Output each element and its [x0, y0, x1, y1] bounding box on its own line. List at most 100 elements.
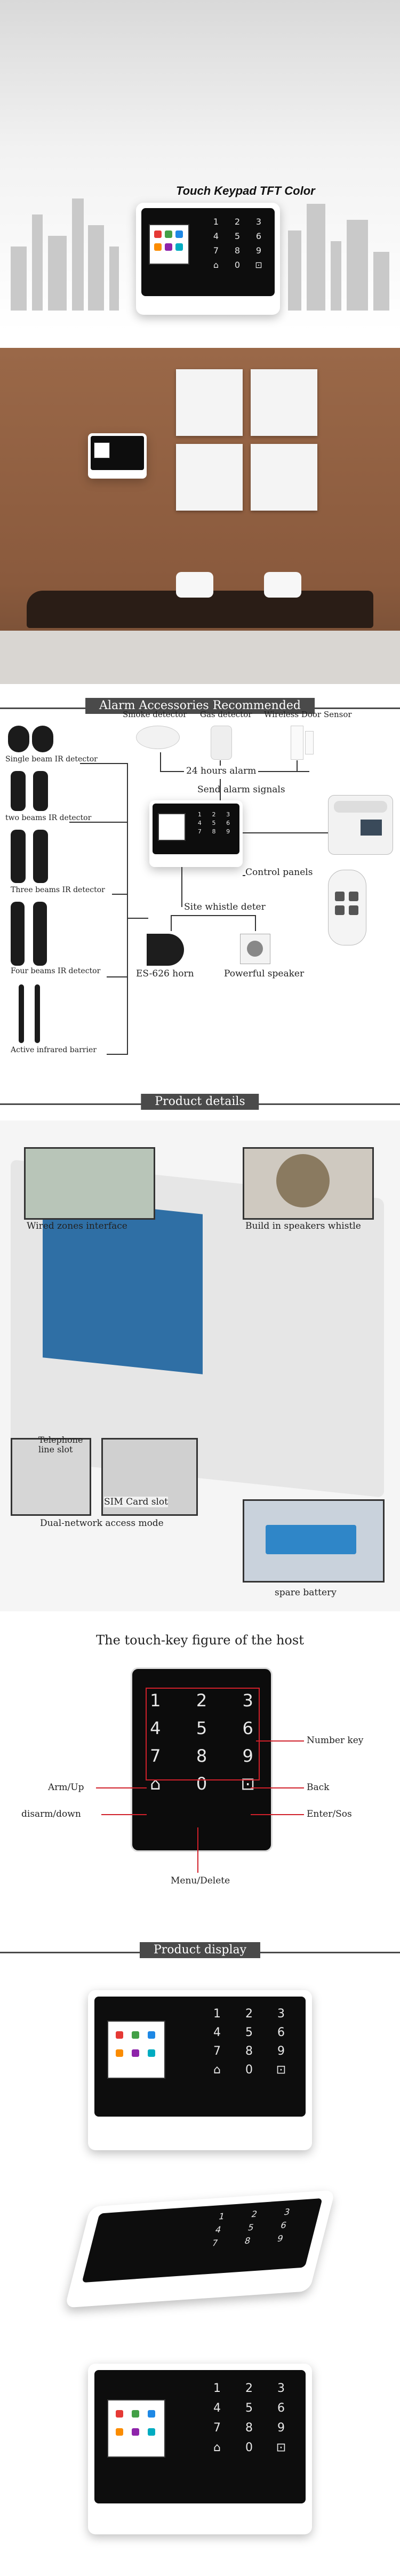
connector-line: [107, 1054, 128, 1055]
four-beam-sensor-icon: [11, 902, 25, 966]
connector-line: [255, 915, 256, 931]
gas-detector-icon: [211, 726, 232, 760]
label-build-in-speakers: Build in speakers whistle: [245, 1221, 361, 1231]
callout-line: [101, 1814, 147, 1815]
two-beam-sensor-icon: [11, 771, 26, 811]
skyline-building: [307, 204, 325, 311]
callout-line: [251, 1814, 304, 1815]
skyline-building: [88, 225, 104, 311]
key-label: 3: [277, 2382, 285, 2395]
key-label: ⊡: [276, 2441, 286, 2454]
label-disarm-down: disarm/down: [21, 1809, 81, 1819]
door-sensor-icon: [305, 731, 314, 754]
label-horn: ES-626 horn: [136, 968, 194, 979]
banner-title: Product details: [141, 1094, 259, 1110]
spare-battery-photo: [243, 1499, 385, 1583]
single-beam-sensor-icon: [8, 726, 29, 752]
label-spare-battery: spare battery: [275, 1587, 337, 1598]
key-label: 5: [245, 2026, 253, 2039]
key-label: 0: [245, 2441, 253, 2454]
key-label: 3: [283, 2206, 291, 2217]
label-24-hours-alarm: 24 hours alarm: [184, 766, 259, 776]
infrared-barrier-icon: [35, 984, 40, 1043]
floor: [0, 631, 400, 684]
key-label: 7: [211, 2237, 219, 2248]
key-label: ⌂: [213, 260, 219, 270]
key-label: 6: [277, 2402, 285, 2415]
connector-line: [112, 894, 128, 895]
single-beam-sensor-icon: [32, 726, 53, 752]
key-label: 1: [213, 2382, 221, 2395]
key-label: 8: [212, 828, 216, 835]
key-label: 1: [213, 2007, 221, 2021]
remote-control-icon: [328, 870, 366, 945]
label-wired-zones: Wired zones interface: [27, 1221, 127, 1231]
label-telephone-slot: Telephone line slot: [38, 1435, 83, 1454]
three-beam-sensor-icon: [11, 830, 26, 883]
key-label: 8: [245, 2421, 253, 2435]
key-label: 5: [246, 2222, 255, 2233]
key-label: 2: [196, 1690, 207, 1711]
connector-line: [297, 760, 298, 772]
connector-line: [243, 832, 328, 833]
key-label: 2: [234, 217, 241, 227]
skyline-building: [11, 247, 27, 311]
label-two-beams: two beams IR detector: [5, 814, 92, 822]
label-four-beams: Four beams IR detector: [11, 967, 101, 975]
skyline-building: [347, 220, 368, 311]
four-beam-sensor-icon: [33, 902, 47, 966]
key-label: 5: [245, 2402, 253, 2415]
label-number-key: Number key: [307, 1735, 364, 1746]
label-infrared-barrier: Active infrared barrier: [11, 1046, 97, 1054]
speaker-photo: [243, 1147, 374, 1220]
key-label: 9: [255, 245, 262, 256]
key-label: 8: [234, 245, 241, 256]
key-label: 4: [213, 2402, 221, 2415]
key-label: 9: [276, 2233, 284, 2244]
key-label: 2: [212, 811, 216, 818]
callout-line: [197, 1827, 198, 1873]
key-label: 7: [150, 1746, 161, 1766]
wall-tile: [176, 369, 243, 436]
key-label: 3: [255, 217, 262, 227]
key-label: 4: [214, 2224, 222, 2235]
wall-tile: [251, 369, 317, 436]
key-label: 0: [234, 260, 241, 270]
key-label: 7: [213, 2421, 221, 2435]
display-banner: Product display: [0, 1942, 400, 1958]
accessories-banner: Alarm Accessories Recommended: [0, 698, 400, 714]
label-gas-detector: Gas detector: [200, 710, 252, 719]
door-sensor-icon: [291, 726, 303, 760]
key-label: 3: [242, 1690, 253, 1711]
key-label: 1: [213, 217, 219, 227]
label-single-beam: Single beam IR detector: [5, 755, 98, 764]
key-label: 3: [226, 811, 230, 818]
callout-line: [256, 1740, 304, 1742]
speaker-icon: [240, 934, 270, 964]
key-label: 6: [242, 1718, 253, 1738]
hero-title: Touch Keypad TFT Color: [176, 184, 315, 197]
key-label: 8: [245, 2045, 253, 2058]
key-label: 6: [255, 231, 262, 241]
label-arm-up: Arm/Up: [48, 1782, 84, 1793]
connector-line: [160, 752, 161, 772]
key-label: 1: [218, 2211, 226, 2222]
key-label: 6: [226, 820, 230, 826]
room-scene-image: [0, 348, 400, 684]
label-door-sensor: Wireless Door Sensor: [264, 710, 352, 719]
key-label: ⊡: [255, 260, 262, 270]
key-label: 1: [150, 1690, 161, 1711]
skyline-building: [109, 247, 119, 311]
banner-title: Alarm Accessories Recommended: [85, 698, 315, 714]
pillow: [176, 572, 213, 598]
skyline-building: [288, 230, 301, 311]
